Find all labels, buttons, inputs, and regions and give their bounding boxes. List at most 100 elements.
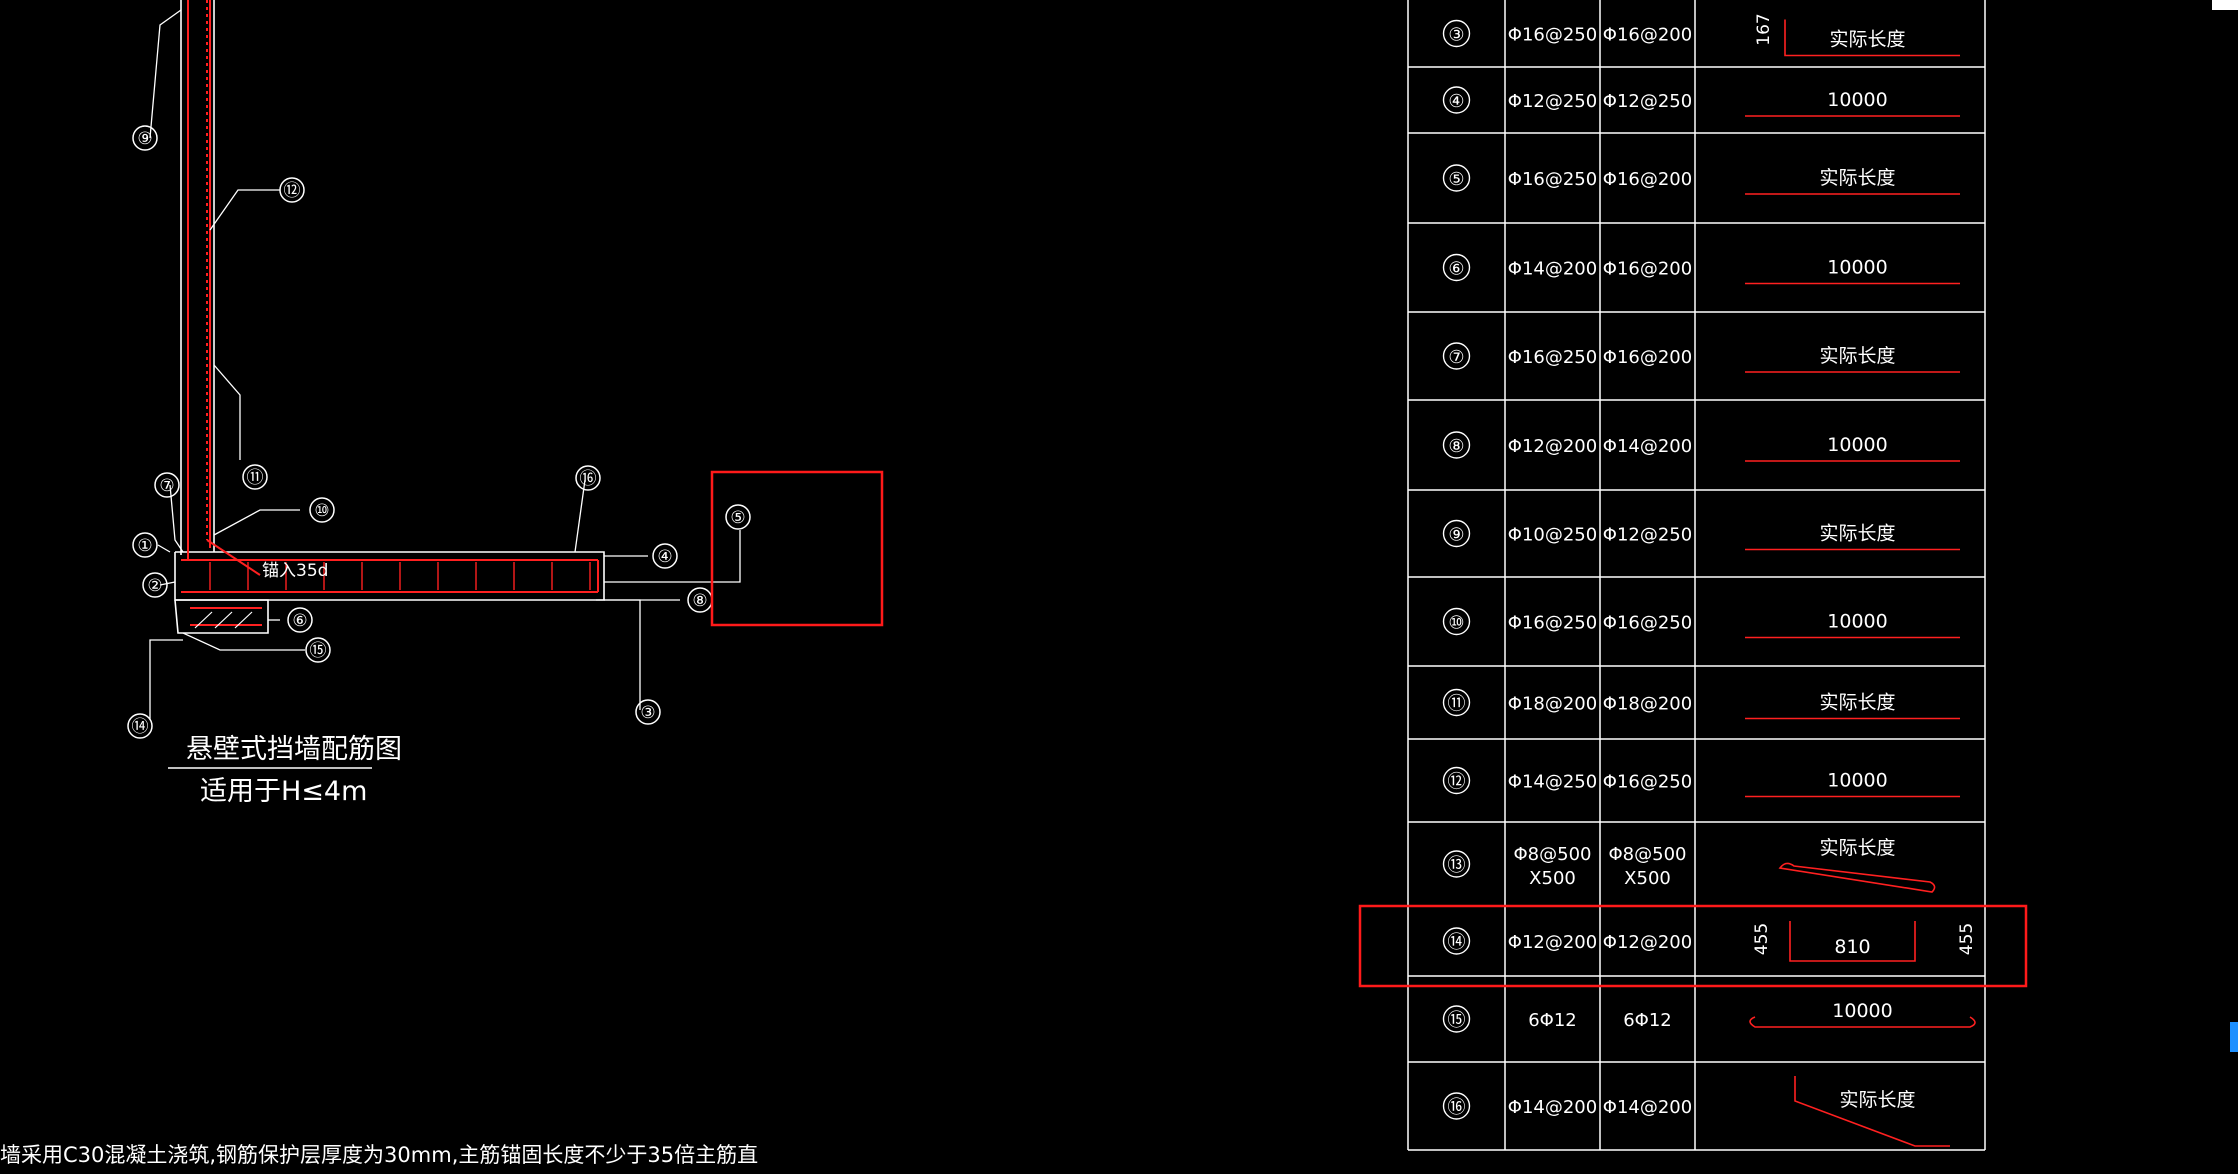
edge-mark-blue [2230,1022,2238,1052]
rebar-shape-label: 实际长度 [1819,167,1895,189]
callout-circle [279,177,305,203]
rebar-shape-label: 10000 [1827,770,1887,792]
drawing-subtitle: 适用于H≤4m [200,776,367,807]
callout-label: ③ [640,703,655,723]
callout-circle [154,472,180,498]
callout-label: ⑭ [132,717,149,737]
row-spec-b: Φ16@200 [1603,259,1692,280]
callout-circle [635,699,661,725]
rebar-shape-label: 实际长度 [1819,345,1895,367]
row-id: ⑨ [1448,525,1464,546]
row-id: ⑭ [1448,932,1466,953]
table-row: ⑥ Φ14@200 Φ16@200 10000 [1442,253,1960,285]
row-id-circle [1442,927,1471,955]
zoom-highlight-box [710,470,884,627]
callout-label: ⑪ [247,468,264,488]
row-id-circle [1442,688,1471,717]
table-row: ⑨ Φ10@250 Φ12@250 实际长度 [1442,519,1960,551]
rebar-shape-line [1794,1076,1950,1147]
rebar-shape-label: 10000 [1827,434,1887,456]
row-spec-b: Φ16@250 [1603,613,1692,634]
row-id: ⑩ [1448,613,1464,634]
rebar-dim-right: 455 [1957,923,1977,955]
row-spec-a: Φ12@200 [1508,932,1597,953]
rebar-shape-label: 10000 [1827,611,1887,633]
row-id: ⑫ [1448,772,1466,793]
row-spec-b2: X500 [1624,868,1671,889]
row-spec-b: Φ8@500 [1609,844,1687,865]
rebar-ties [209,562,591,590]
row-spec-b: Φ16@200 [1603,347,1692,368]
row-id-circle [1442,86,1471,114]
row-spec-b: Φ14@200 [1603,1097,1692,1118]
row-id-circle [1442,607,1471,636]
row-spec-b: Φ14@200 [1603,436,1692,457]
row-spec-b: Φ16@200 [1603,25,1692,46]
rebar-shape-label: 实际长度 [1839,1089,1915,1111]
row-id: ⑧ [1448,436,1464,457]
callout-label: ⑩ [314,501,329,521]
row-spec-a: Φ16@250 [1508,347,1597,368]
row-id: ⑯ [1448,1097,1466,1118]
row-spec-a: Φ10@250 [1508,525,1597,546]
callout-label: ② [147,576,162,596]
row-id: ⑤ [1448,169,1464,190]
row-14-highlight-box [1358,904,2028,988]
callout-circle [652,543,678,569]
callout-circle [127,713,153,739]
rebar-lines [181,0,599,626]
table-row: ⑤ Φ16@250 Φ16@200 实际长度 [1442,164,1960,195]
callout-circle [575,465,601,491]
row-spec-b: Φ12@250 [1603,525,1692,546]
row-spec-a: Φ16@250 [1508,169,1597,190]
row-id-circle [1442,164,1471,192]
row-spec-a: Φ14@200 [1508,1097,1597,1118]
wall-section [174,0,605,634]
callout-label: ① [137,536,152,556]
callout-label: ⑯ [580,469,597,489]
bottom-note: 墙采用C30混凝土浇筑,钢筋保护层厚度为30mm,主筋锚固长度不少于35倍主筋直 [0,1143,758,1167]
callout-label: ⑧ [692,591,707,611]
row-spec-b: Φ12@250 [1603,91,1692,112]
rebar-shape-label: 实际长度 [1819,523,1895,545]
rebar-shape-line [1784,19,1960,57]
row-id-circle [1442,1092,1471,1120]
row-id-circle [1442,431,1471,459]
row-spec-a: Φ14@200 [1508,259,1597,280]
rebar-dim-label: 167 [1754,13,1774,45]
edge-mark-top [2212,0,2238,10]
callout-circle [287,607,313,633]
row-spec-b: Φ16@250 [1603,772,1692,793]
rebar-shape-label: 实际长度 [1819,692,1895,714]
row-id-circle [1442,19,1471,48]
rebar-shape-label: 10000 [1827,257,1887,279]
row-spec-a: Φ18@200 [1508,694,1597,715]
leader-lines [149,9,741,720]
rebar-shape-label: 10000 [1832,1000,1892,1022]
row-spec-b: Φ18@200 [1603,694,1692,715]
rebar-shape-label: 实际长度 [1819,837,1895,859]
callout-circle [132,532,158,558]
row-spec-b: Φ16@200 [1603,169,1692,190]
row-id: ⑥ [1448,259,1464,280]
callout-circle [309,497,335,523]
row-spec-a: Φ16@250 [1508,613,1597,634]
rebar-shape-line [1778,862,1936,893]
row-spec-a: 6Φ12 [1528,1010,1577,1031]
callout-circle [242,464,268,490]
row-id-circle [1442,519,1471,548]
row-id: ③ [1448,25,1464,46]
row-spec-a: Φ14@250 [1508,772,1597,793]
rebar-shape-line [1789,921,1916,962]
row-id-circle [1442,1005,1471,1033]
